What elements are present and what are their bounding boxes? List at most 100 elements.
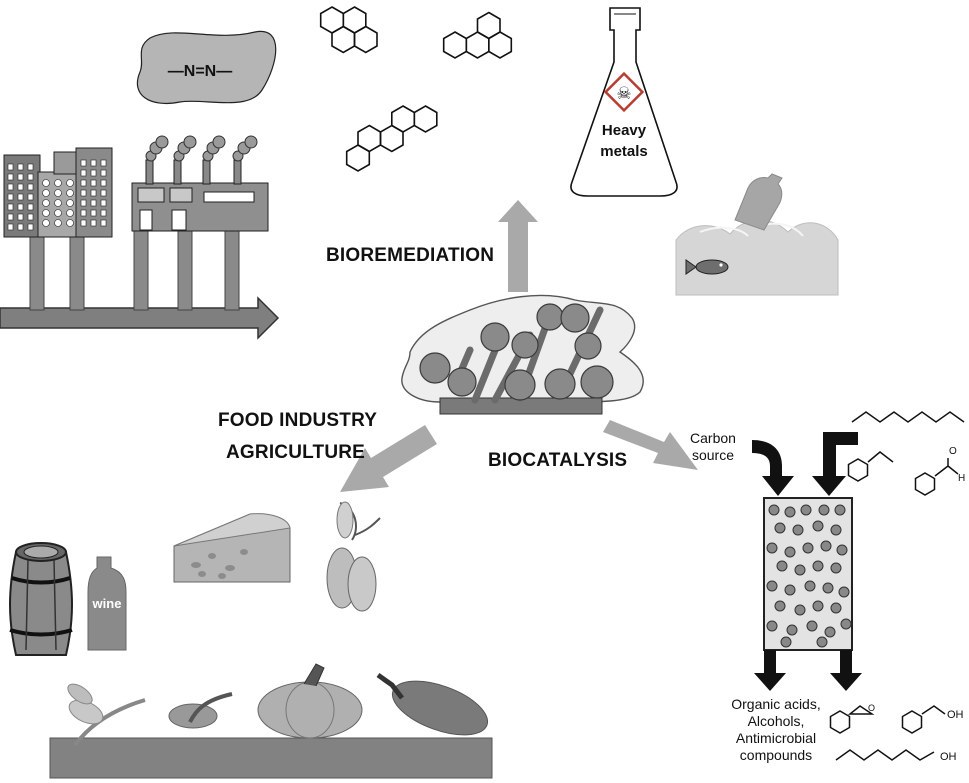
window: [17, 223, 24, 231]
azo-formula: —N=N—: [168, 63, 232, 80]
window: [17, 163, 24, 171]
products-label: Organic acids, Alcohols, Antimicrobial c…: [720, 696, 832, 764]
window: [80, 199, 87, 207]
window: [100, 169, 107, 177]
bead: [784, 546, 796, 558]
alkyl-chain: [851, 411, 965, 423]
window: [100, 189, 107, 197]
window: [80, 219, 87, 227]
window: [66, 189, 74, 197]
ring: [357, 124, 382, 153]
window: [90, 209, 97, 217]
bioreactor: [752, 432, 862, 691]
window: [27, 213, 34, 221]
window: [7, 173, 14, 181]
ring: [829, 710, 851, 734]
ring: [442, 31, 468, 59]
factory-window: [203, 191, 255, 203]
window: [17, 173, 24, 181]
window: [7, 223, 14, 231]
carbon-source-arrow: [752, 440, 794, 496]
bead: [818, 504, 830, 516]
bead: [774, 600, 786, 612]
pipe: [177, 227, 193, 311]
smoke: [145, 135, 258, 162]
window: [42, 199, 50, 207]
window: [90, 189, 97, 197]
water-pollution-scene: [675, 173, 839, 296]
window: [90, 219, 97, 227]
window: [17, 183, 24, 191]
products-line3: Antimicrobial: [735, 730, 817, 746]
bead: [768, 504, 780, 516]
azo-dye-shape: —N=N—: [136, 30, 277, 104]
pipe: [29, 231, 45, 311]
window: [27, 193, 34, 201]
factory-window: [169, 187, 193, 203]
ring: [353, 25, 378, 54]
industry-illustration: [0, 135, 280, 340]
aldehyde-group: [934, 458, 959, 477]
pumpkin-crop-icon: [257, 663, 363, 739]
direction-arrows: [340, 200, 698, 492]
window: [27, 183, 34, 191]
feed-arrow: [812, 432, 858, 496]
bottle-pollutant: [734, 173, 783, 231]
leaf-crop-icon: [67, 683, 146, 747]
window: [17, 193, 24, 201]
window: [7, 193, 14, 201]
products-line2: Alcohols,: [747, 713, 805, 729]
window: [17, 213, 24, 221]
pipe: [133, 227, 149, 311]
window: [66, 219, 74, 227]
bead: [812, 560, 824, 572]
window: [90, 199, 97, 207]
window: [27, 173, 34, 181]
bead: [766, 580, 778, 592]
window: [7, 163, 14, 171]
window: [90, 169, 97, 177]
benzyl-alcohol-oh: OH: [947, 709, 964, 721]
hazard-diamond: [603, 71, 645, 113]
cells: [419, 303, 614, 401]
bead: [834, 504, 846, 516]
window: [7, 183, 14, 191]
bead: [806, 620, 818, 632]
carbon-source-line1: Carbon: [690, 430, 736, 446]
bead: [794, 564, 806, 576]
window: [100, 209, 107, 217]
window: [54, 189, 62, 197]
hydroxymethyl-group: [921, 705, 946, 715]
product-arrow-left: [754, 650, 786, 691]
window: [7, 213, 14, 221]
window: [100, 179, 107, 187]
window: [7, 203, 14, 211]
window: [100, 199, 107, 207]
arrow-down-right: [603, 420, 698, 470]
bead: [800, 504, 812, 516]
barrel-icon: [9, 542, 73, 656]
pah-structures: [319, 6, 513, 172]
heavy-metals-flask: ☠ Heavy metals: [570, 7, 678, 197]
product-molecules: [829, 411, 965, 761]
window: [27, 163, 34, 171]
vinyl-group: [867, 451, 894, 463]
benzaldehyde-o: O: [949, 446, 957, 457]
bead: [784, 584, 796, 596]
bead: [812, 520, 824, 532]
bead: [830, 524, 842, 536]
ring: [901, 710, 923, 734]
window: [27, 223, 34, 231]
window: [42, 209, 50, 217]
window: [80, 189, 87, 197]
products-line4: compounds: [739, 747, 813, 763]
window: [80, 179, 87, 187]
products-line1: Organic acids,: [731, 696, 821, 712]
window: [66, 199, 74, 207]
flask-label-line1: Heavy: [602, 122, 647, 139]
wine-bottle-icon: wine: [87, 556, 127, 651]
window: [80, 159, 87, 167]
bead: [840, 618, 852, 630]
pipe: [224, 227, 240, 311]
